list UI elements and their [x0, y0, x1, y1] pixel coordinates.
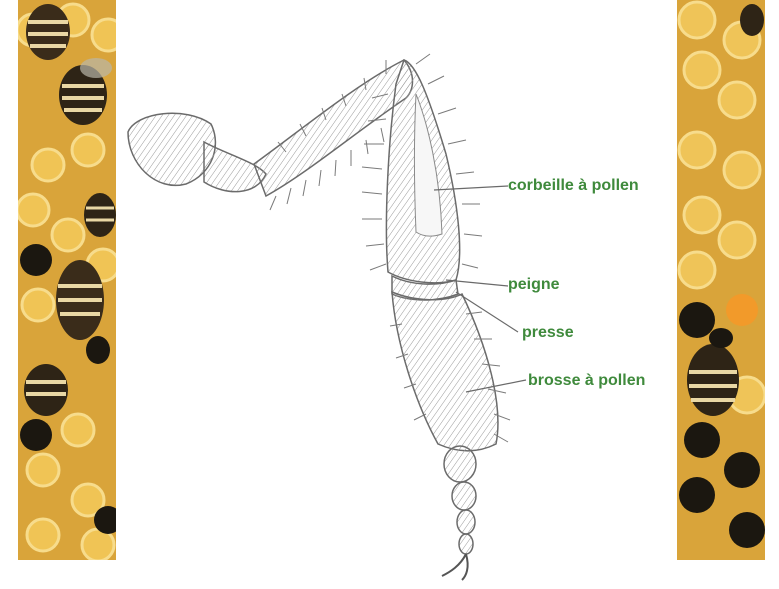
honeycomb-photo-left [18, 0, 116, 560]
leg-basitarsus [392, 292, 498, 451]
honeycomb-photo-right [677, 0, 765, 560]
leg-coxa [128, 113, 215, 185]
leg-claw [442, 554, 468, 580]
label-press: presse [522, 325, 574, 341]
bee-icon [740, 4, 764, 36]
bee-icon [26, 4, 70, 60]
label-pollen-brush: brosse à pollen [528, 373, 645, 389]
leg-tarsus [444, 446, 476, 554]
bee-icon [84, 193, 116, 237]
label-comb: peigne [508, 277, 560, 293]
bee-icon [24, 364, 68, 416]
diagram-panel: corbeille à pollen peigne presse brosse … [116, 24, 677, 589]
label-pollen-basket: corbeille à pollen [508, 178, 639, 194]
bee-leg-illustration [116, 24, 677, 589]
